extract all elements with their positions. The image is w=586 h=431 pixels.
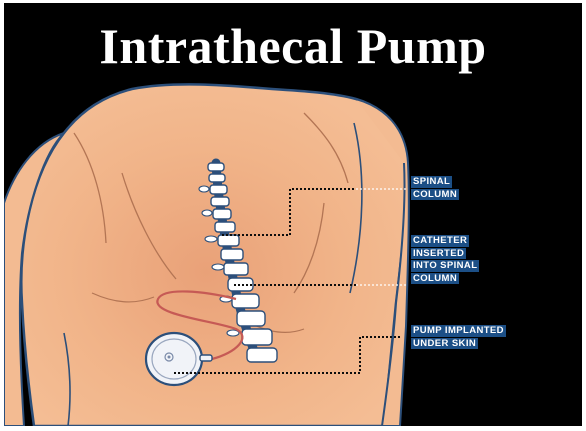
label-catheter-line-4: COLUMN bbox=[411, 273, 459, 285]
label-spinal-column: SPINAL COLUMN bbox=[411, 176, 459, 201]
label-pump-line-2: UNDER SKIN bbox=[411, 338, 478, 350]
label-pump: PUMP IMPLANTED UNDER SKIN bbox=[411, 325, 506, 350]
torso-illustration bbox=[4, 3, 582, 426]
label-spinal-column-line-2: COLUMN bbox=[411, 189, 459, 201]
torso-back bbox=[21, 84, 406, 426]
diagram-canvas: Intrathecal Pump bbox=[4, 3, 582, 426]
label-spinal-column-line-1: SPINAL bbox=[411, 176, 452, 188]
label-catheter-line-2: INSERTED bbox=[411, 248, 466, 260]
label-catheter-line-1: CATHETER bbox=[411, 235, 469, 247]
label-catheter-line-3: INTO SPINAL bbox=[411, 260, 479, 272]
label-catheter: CATHETER INSERTED INTO SPINAL COLUMN bbox=[411, 235, 479, 285]
label-pump-line-1: PUMP IMPLANTED bbox=[411, 325, 506, 337]
